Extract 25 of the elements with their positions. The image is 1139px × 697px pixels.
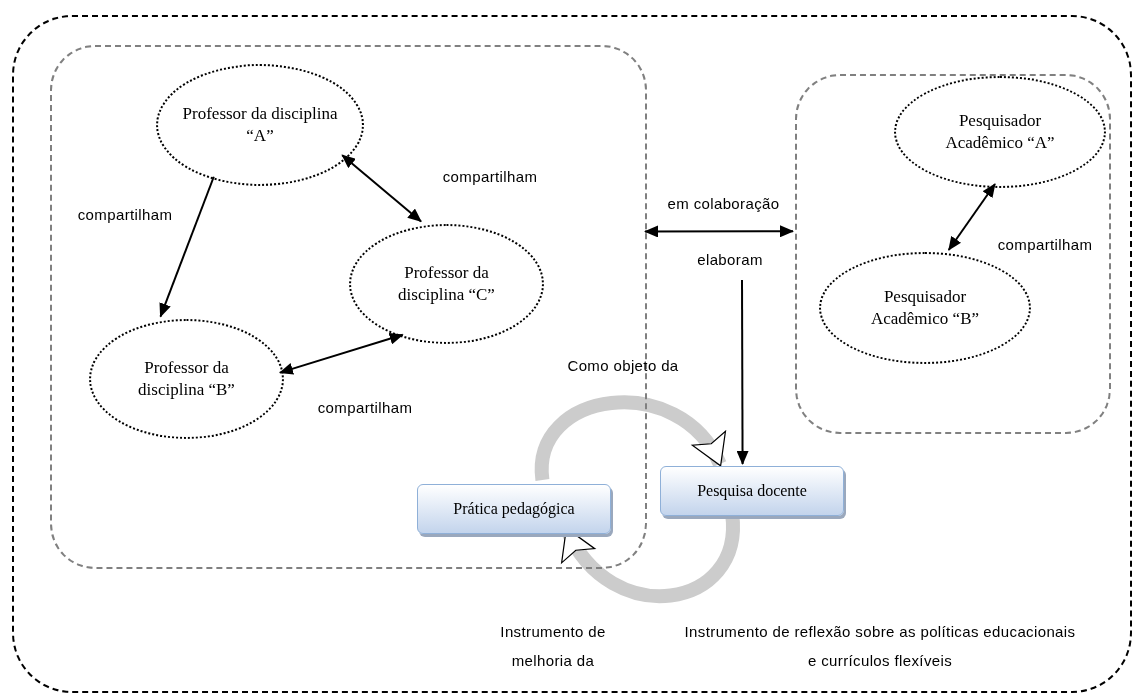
ellipse-node: Pesquisador Acadêmico “A”: [894, 76, 1106, 188]
group-frame: [795, 74, 1111, 434]
dashed-frame: [12, 15, 1132, 693]
edge-label: Como objeto da: [566, 356, 680, 376]
ellipse-node: Professor da disciplina “B”: [89, 319, 284, 439]
arrow: [341, 154, 423, 223]
ellipse-node: Professor da disciplina “A”: [156, 64, 364, 186]
process-box: Pesquisa docente: [660, 466, 844, 516]
edge-label: Instrumento de melhoria da: [499, 622, 607, 671]
edge-label: compartilham: [316, 398, 414, 418]
arrow: [736, 279, 749, 465]
curved-block-arrow: [535, 395, 726, 481]
edge-label: compartilham: [76, 205, 174, 225]
edge-label: compartilham: [996, 235, 1094, 255]
edge-label: em colaboração: [666, 194, 781, 214]
arrow: [947, 183, 996, 251]
note-text: Instrumento de reflexão sobre as políticas educacionais e currículos flexíveis: [683, 622, 1077, 671]
ellipse-node: Professor da disciplina “C”: [349, 224, 544, 344]
edge-label: elaboram: [696, 250, 764, 270]
ellipse-node: Pesquisador Acadêmico “B”: [819, 252, 1031, 364]
edge-label: compartilham: [441, 167, 539, 187]
arrow: [278, 332, 404, 375]
arrow: [159, 175, 215, 318]
arrow: [644, 225, 794, 238]
process-box: Prática pedagógica: [417, 484, 611, 534]
